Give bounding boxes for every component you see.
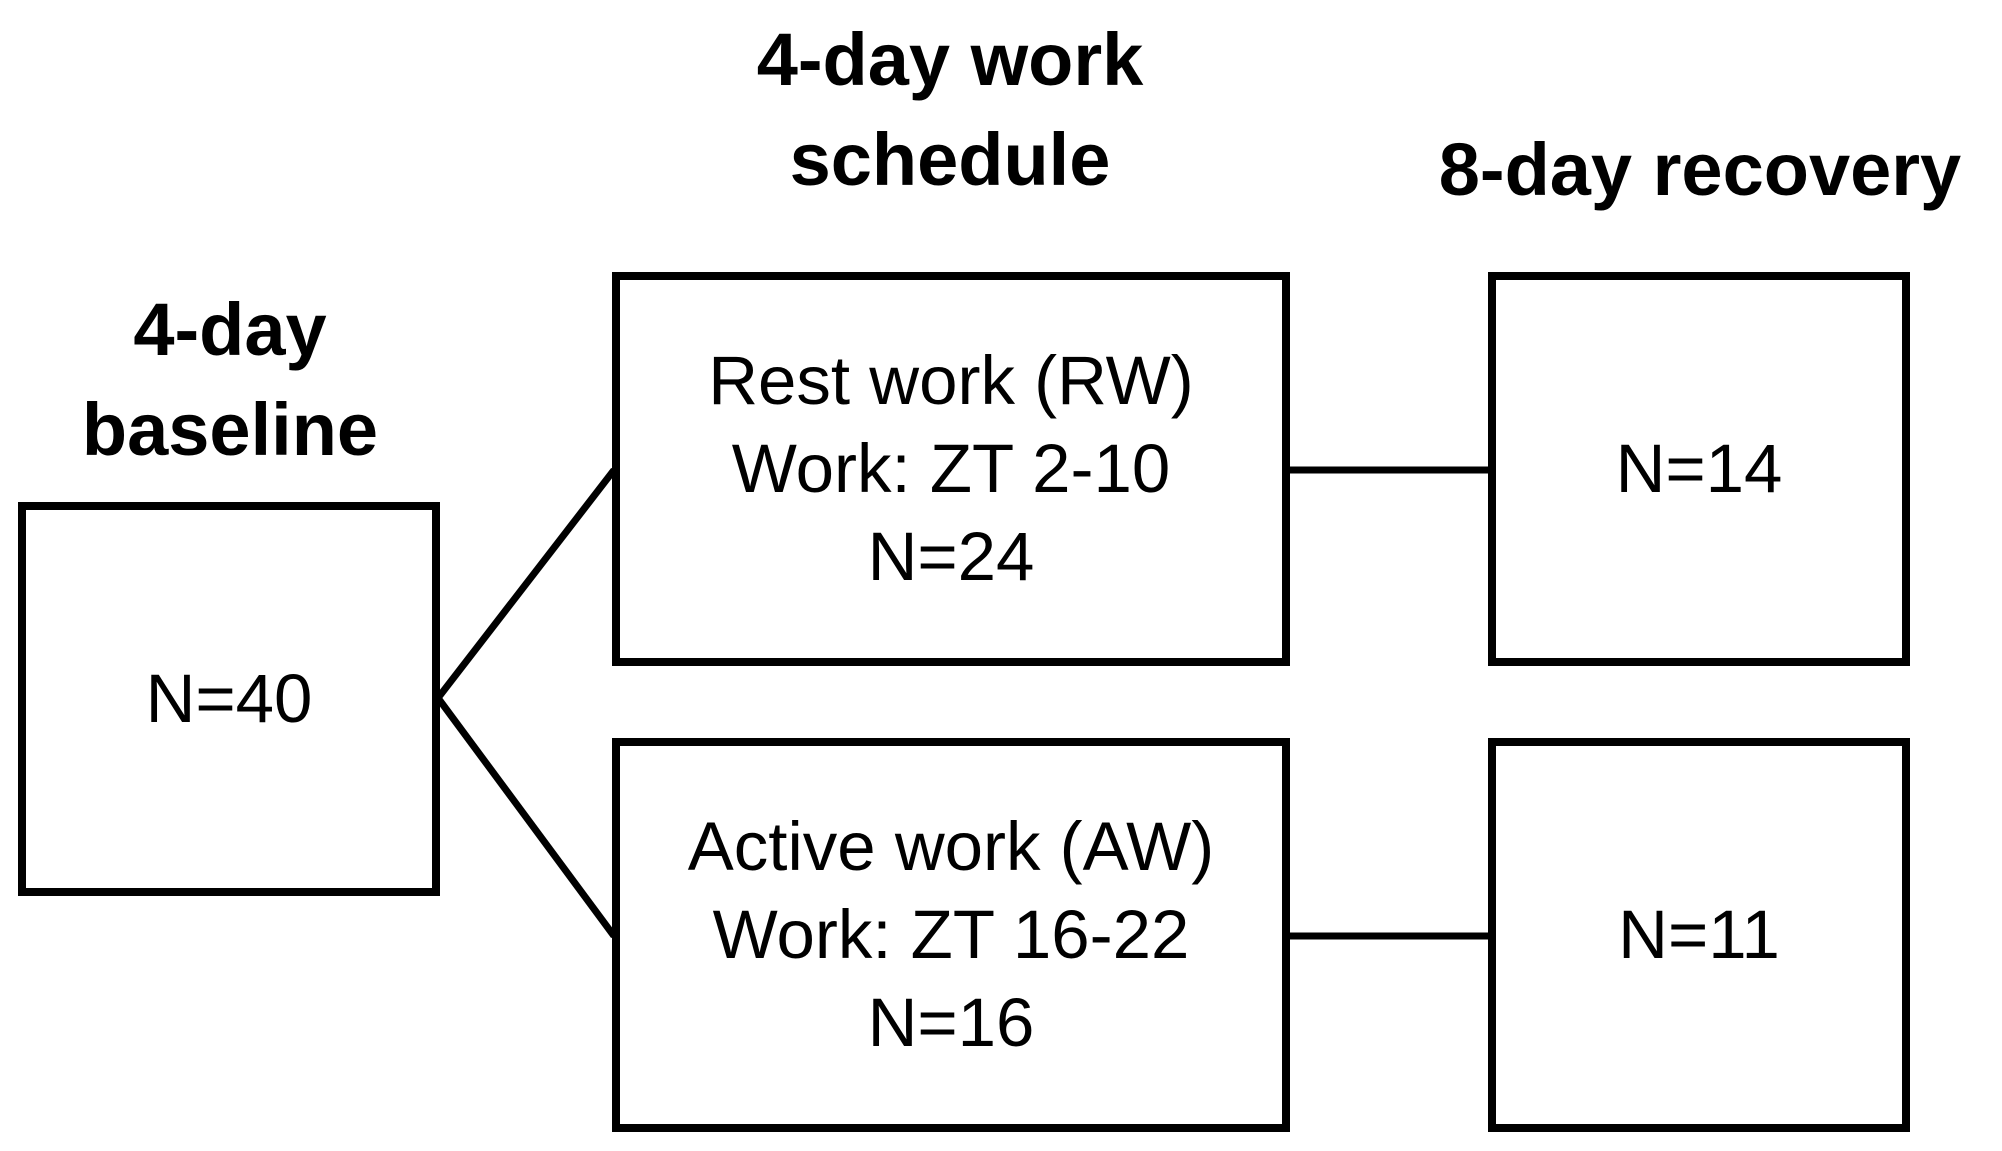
active-work-box: Active work (AW) Work: ZT 16-22 N=16 bbox=[612, 738, 1290, 1132]
active-recovery-n: N=11 bbox=[1618, 896, 1780, 973]
rest-recovery-n: N=14 bbox=[1615, 430, 1783, 507]
baseline-n: N=40 bbox=[145, 660, 313, 737]
rest-recovery-box: N=14 bbox=[1488, 272, 1910, 666]
connector-baseline-to-active-work bbox=[435, 695, 617, 939]
recovery-stage-title: 8-day recovery bbox=[1400, 120, 2000, 220]
recovery-title: 8-day recovery bbox=[1438, 128, 1962, 211]
baseline-title-line1: 4-day bbox=[133, 288, 327, 371]
baseline-title-line2: baseline bbox=[81, 388, 379, 471]
connector-baseline-to-rest-work bbox=[435, 467, 617, 701]
active-work-label: Active work (AW) bbox=[687, 808, 1215, 885]
work-schedule-title-line1: 4-day work bbox=[756, 18, 1144, 101]
active-work-n: N=16 bbox=[867, 984, 1035, 1061]
baseline-stage-title: 4-day baseline bbox=[30, 280, 430, 480]
work-schedule-stage-title: 4-day work schedule bbox=[650, 10, 1250, 210]
active-work-schedule: Work: ZT 16-22 bbox=[712, 896, 1190, 973]
baseline-box: N=40 bbox=[18, 502, 440, 896]
rest-work-n: N=24 bbox=[867, 518, 1035, 595]
rest-work-schedule: Work: ZT 2-10 bbox=[731, 430, 1171, 507]
rest-work-box: Rest work (RW) Work: ZT 2-10 N=24 bbox=[612, 272, 1290, 666]
work-schedule-title-line2: schedule bbox=[789, 118, 1111, 201]
rest-work-label: Rest work (RW) bbox=[708, 342, 1194, 419]
active-recovery-box: N=11 bbox=[1488, 738, 1910, 1132]
